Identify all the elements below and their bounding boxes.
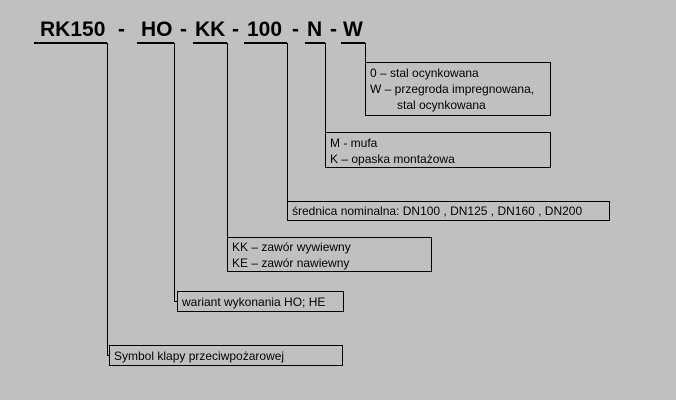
connector-ho [174, 43, 175, 302]
legend-box-rk: Symbol klapy przeciwpożarowej [109, 345, 343, 366]
separator-dash: - [118, 18, 125, 41]
legend-line: wariant wykonania HO; HE [182, 295, 326, 309]
connector-kk [227, 43, 228, 255]
code-part-w: W [343, 18, 363, 41]
legend-box-n: M - mufa K – opaska montażowa [325, 132, 551, 168]
underline-rk150 [34, 42, 107, 44]
legend-line: W – przegroda impregnowana, [370, 82, 535, 96]
underline-kk [193, 42, 227, 44]
legend-line: M - mufa [330, 136, 378, 150]
legend-box-dn: średnica nominalna: DN100 , DN125 , DN16… [287, 201, 610, 221]
code-part-rk150: RK150 [40, 18, 106, 41]
legend-box-kk: KK – zawór wywiewny KE – zawór nawiewny [227, 237, 432, 272]
code-part-100: 100 [247, 18, 283, 41]
connector-ho-h [174, 301, 177, 302]
code-part-n: N [307, 18, 323, 41]
separator-dash: - [180, 18, 187, 41]
underline-ho [137, 42, 174, 44]
connector-rk150 [107, 43, 108, 356]
connector-rk150-h [107, 355, 110, 356]
connector-n [325, 43, 326, 150]
connector-100 [287, 43, 288, 211]
legend-line: K – opaska montażowa [330, 152, 455, 166]
legend-line: KE – zawór nawiewny [232, 256, 350, 270]
underline-100 [244, 42, 287, 44]
code-part-kk: KK [195, 18, 226, 41]
legend-box-ho: wariant wykonania HO; HE [177, 291, 344, 312]
legend-line: 0 – stal ocynkowana [370, 66, 479, 80]
legend-line: stal ocynkowana [397, 98, 486, 112]
code-part-ho: HO [141, 18, 173, 41]
separator-dash: - [232, 18, 239, 41]
legend-box-w: 0 – stal ocynkowana W – przegroda impreg… [365, 62, 551, 116]
legend-line: Symbol klapy przeciwpożarowej [114, 349, 285, 363]
underline-w [341, 42, 365, 44]
legend-line: średnica nominalna: DN100 , DN125 , DN16… [292, 204, 583, 218]
separator-dash: - [292, 18, 299, 41]
legend-line: KK – zawór wywiewny [232, 240, 351, 254]
underline-n [305, 42, 325, 44]
separator-dash: - [330, 18, 337, 41]
